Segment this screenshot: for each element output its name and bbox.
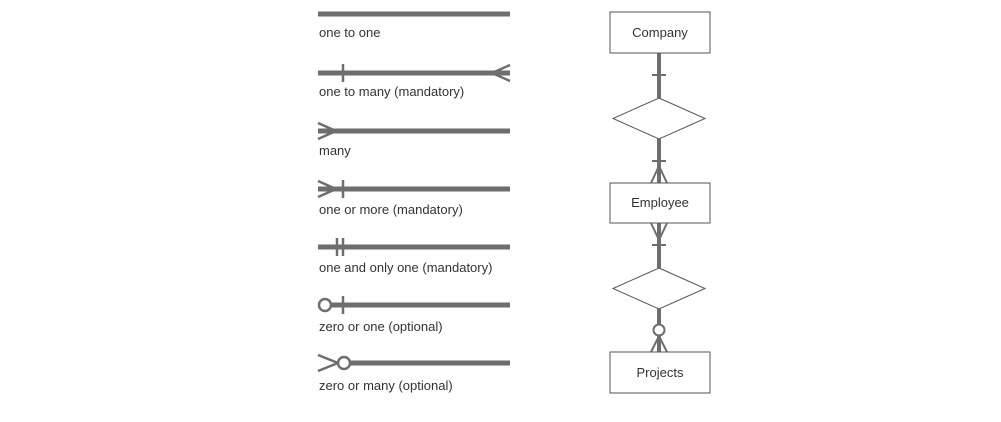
entity-box xyxy=(609,182,711,224)
legend-label-one-to-many-mandatory: one to many (mandatory) xyxy=(319,84,464,99)
crows-foot-symbol xyxy=(650,163,668,184)
legend-labels: one to one one to many (mandatory) many … xyxy=(319,25,492,393)
erd-connectors xyxy=(650,53,668,353)
legend-label-one-or-more-mandatory: one or more (mandatory) xyxy=(319,202,463,217)
crows-foot-symbol xyxy=(488,63,511,83)
entity-box xyxy=(609,351,711,394)
legend-label-one-to-one: one to one xyxy=(319,25,380,40)
crows-foot-symbol xyxy=(317,353,342,373)
entity-label-company: Company xyxy=(632,25,688,40)
legend-label-one-and-only-one-mandatory: one and only one (mandatory) xyxy=(319,260,492,275)
entity-employee: Employee xyxy=(609,182,711,224)
legend-one-and-only-one-mandatory xyxy=(318,238,510,256)
legend-label-many: many xyxy=(319,143,351,158)
erd-example: Company Employee Projects xyxy=(609,11,711,394)
crows-foot-symbol xyxy=(650,222,668,243)
legend-label-zero-or-many-optional: zero or many (optional) xyxy=(319,378,453,393)
crows-foot-symbol xyxy=(317,121,340,141)
entity-projects: Projects xyxy=(609,351,711,394)
legend-one-or-more-mandatory xyxy=(317,179,510,199)
zero-circle-symbol xyxy=(336,355,352,371)
legend-label-zero-or-one-optional: zero or one (optional) xyxy=(319,319,443,334)
legend-one-to-many-mandatory xyxy=(318,63,511,83)
legend-many xyxy=(317,121,510,141)
entity-box xyxy=(609,11,711,54)
zero-circle-symbol xyxy=(317,297,333,313)
entity-company: Company xyxy=(609,11,711,54)
legend xyxy=(317,11,511,373)
relationship-diamond-employee-projects xyxy=(611,267,707,310)
entity-label-projects: Projects xyxy=(637,365,684,380)
legend-zero-or-many-optional xyxy=(317,353,510,373)
crows-foot-symbol xyxy=(650,333,668,353)
relationship-diamond-company-employee xyxy=(611,97,707,140)
legend-zero-or-one-optional xyxy=(317,296,510,314)
crows-foot-symbol xyxy=(317,179,340,199)
entity-label-employee: Employee xyxy=(631,195,689,210)
